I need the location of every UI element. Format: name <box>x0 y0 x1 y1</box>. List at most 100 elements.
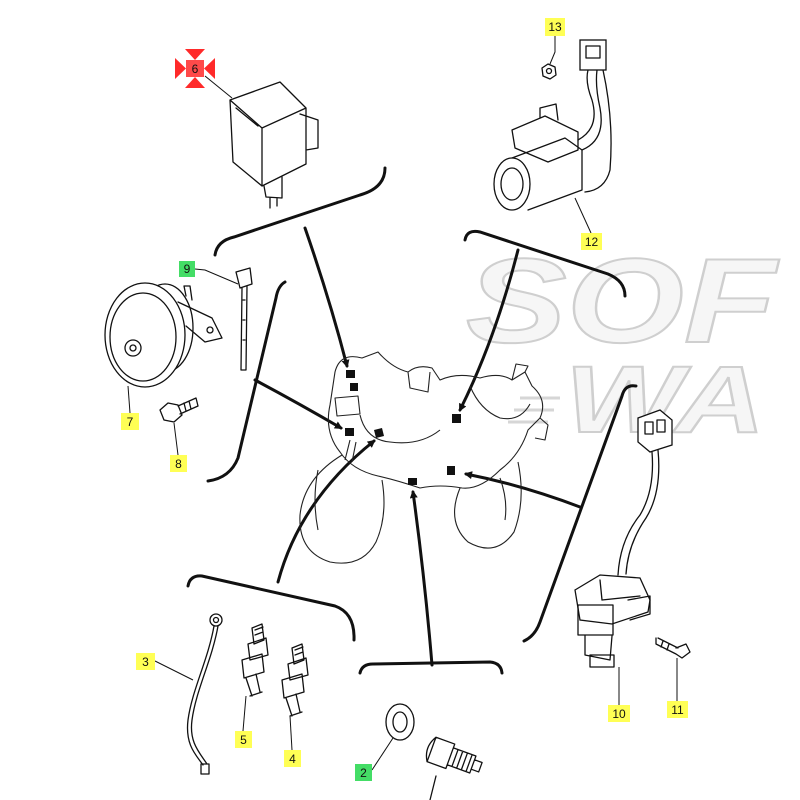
callout-6[interactable]: 6 <box>186 60 204 77</box>
bolt-drawing <box>159 397 199 423</box>
sensor-switch-4-drawing <box>281 643 309 717</box>
callout-13[interactable]: 13 <box>545 18 565 36</box>
callout-8[interactable]: 8 <box>170 455 187 472</box>
group-bracket-left <box>206 280 287 483</box>
horn-drawing <box>104 282 223 388</box>
callout-11-label[interactable]: 11 <box>671 703 684 717</box>
watermark-dashes <box>508 396 560 424</box>
callout-6-label[interactable]: 6 <box>192 62 199 76</box>
switch-10-details <box>577 579 651 668</box>
callout-4-box[interactable] <box>284 750 301 767</box>
nut-drawing <box>541 63 557 80</box>
washer-outer <box>385 703 415 741</box>
washer-hole <box>392 711 408 733</box>
connection-lines <box>186 166 638 675</box>
callout-9-box[interactable] <box>179 261 195 277</box>
horn-rim <box>104 282 186 388</box>
leader-line-3 <box>154 660 194 681</box>
pressure-switch-shape <box>425 736 483 774</box>
callout-3-box[interactable] <box>136 653 155 670</box>
callout-3-label[interactable]: 3 <box>142 655 149 669</box>
callout-12-box[interactable] <box>581 233 602 250</box>
leader-line-13 <box>549 36 556 65</box>
callout-10[interactable]: 10 <box>608 705 630 722</box>
callout-4[interactable]: 4 <box>284 750 301 767</box>
connection-arrow-right <box>464 471 582 509</box>
connection-arrow-top-right <box>458 248 520 412</box>
callout-9-label[interactable]: 9 <box>184 262 191 276</box>
callout-2-box[interactable] <box>355 764 372 781</box>
washer-drawing <box>385 703 415 741</box>
callout-4-label[interactable]: 4 <box>289 752 296 766</box>
screw-11-drawing <box>655 637 691 659</box>
switch-unit-face <box>493 157 531 211</box>
callout-10-label[interactable]: 10 <box>612 707 626 721</box>
callout-8-label[interactable]: 8 <box>175 457 182 471</box>
cable-tie-drawing <box>235 267 253 371</box>
connection-arrow-bottom-left <box>276 439 376 584</box>
selection-arrows-icon <box>175 49 215 88</box>
switch-unit-wires <box>577 69 612 193</box>
leader-line-5 <box>242 695 247 732</box>
callout-leaders <box>127 36 678 771</box>
connection-arrow-top <box>303 226 350 368</box>
switch-unit-drawing <box>493 39 612 211</box>
switch-unit-connector-slot <box>585 45 601 59</box>
frame-outline <box>299 351 549 564</box>
leader-line-6 <box>204 75 233 99</box>
callout-3[interactable]: 3 <box>136 653 155 670</box>
callout-12-label[interactable]: 12 <box>585 235 599 249</box>
nut-13-shape <box>541 63 557 80</box>
horn-center-nut <box>124 339 142 357</box>
leader-line-4 <box>289 715 293 751</box>
switch-unit-connector <box>579 39 607 71</box>
sensor-switch-4-shape <box>281 643 309 717</box>
callout-2-label[interactable]: 2 <box>360 766 367 780</box>
ground-wire-shape <box>186 613 223 775</box>
switch-10-connector-slots <box>644 419 666 435</box>
callout-2[interactable]: 2 <box>355 764 372 781</box>
horn-center-hole <box>129 344 137 352</box>
bolt-8-shape <box>159 397 199 423</box>
horn-cone <box>109 292 177 382</box>
group-bracket-right <box>522 384 638 643</box>
group-bracket-top <box>213 166 387 257</box>
callout-7[interactable]: 7 <box>121 413 139 430</box>
horn-bracket <box>177 285 223 343</box>
callout-5-label[interactable]: 5 <box>240 733 247 747</box>
callout-7-box[interactable] <box>121 413 139 430</box>
pressure-switch-drawing <box>425 736 483 800</box>
callout-13-label[interactable]: 13 <box>548 20 562 34</box>
vehicle-frame-drawing <box>299 351 549 564</box>
callout-6-box[interactable] <box>186 60 204 77</box>
pressure-switch-wire <box>429 775 437 800</box>
callout-8-box[interactable] <box>170 455 187 472</box>
connection-arrow-bottom <box>409 490 434 667</box>
leader-line-7 <box>127 385 131 414</box>
callout-5[interactable]: 5 <box>235 731 252 748</box>
callout-11-box[interactable] <box>667 701 688 718</box>
connector-points <box>345 370 461 485</box>
switch-unit-inner <box>500 167 524 201</box>
leader-line-8 <box>173 422 179 456</box>
leader-line-2 <box>371 737 394 771</box>
connection-arrow-left <box>253 378 343 430</box>
cable-tie-shape <box>235 267 253 371</box>
callout-12[interactable]: 12 <box>581 233 602 250</box>
sensor-switch-5-shape <box>241 623 269 697</box>
leader-line-9 <box>194 268 239 285</box>
callout-13-box[interactable] <box>545 18 565 36</box>
sensor-switch-5-drawing <box>241 623 269 697</box>
callout-5-box[interactable] <box>235 731 252 748</box>
switch-10-wires <box>617 449 660 576</box>
callout-10-box[interactable] <box>608 705 630 722</box>
group-bracket-bottom-left <box>186 574 356 642</box>
ground-wire-drawing <box>186 613 223 775</box>
side-stand-switch-drawing <box>574 409 673 668</box>
callout-7-label[interactable]: 7 <box>127 415 134 429</box>
callout-11[interactable]: 11 <box>667 701 688 718</box>
callout-9[interactable]: 9 <box>179 261 195 277</box>
screw-11-shape <box>655 637 691 659</box>
switch-10-connector <box>637 409 673 453</box>
